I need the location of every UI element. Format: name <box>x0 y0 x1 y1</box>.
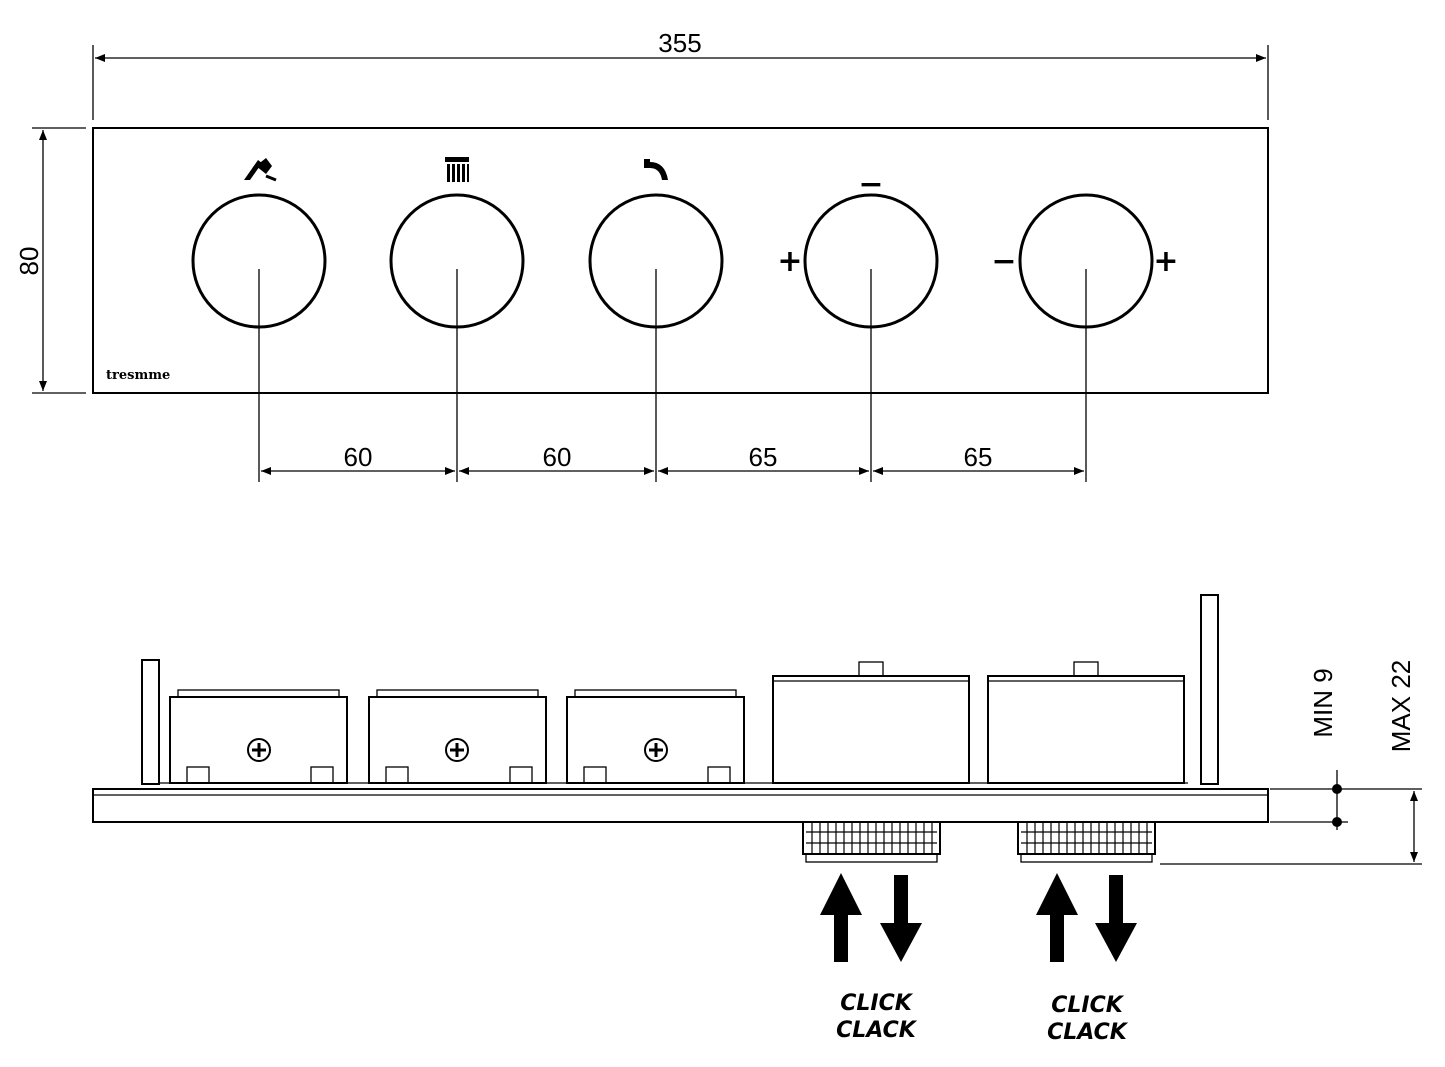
minus-symbol-knob-4: − <box>858 167 883 202</box>
max-dimension-label: MAX 22 <box>1386 660 1416 753</box>
knob-1 <box>191 193 327 482</box>
hand-shower-icon <box>244 158 277 182</box>
thermostatic-cartridge-2 <box>987 661 1185 784</box>
click-label-2: CLICK <box>1051 993 1124 1018</box>
min-max-dimensions: MIN 9 MAX 22 <box>1160 660 1422 865</box>
side-view: CLICK CLACK CLICK CLACK MIN 9 MAX 22 <box>92 594 1422 1045</box>
down-arrow-icon <box>1095 875 1137 962</box>
knob-4 <box>803 193 939 482</box>
knurled-knob-2 <box>1017 821 1156 863</box>
side-plate <box>92 788 1269 823</box>
front-view: 355 80 tresmme <box>14 28 1269 482</box>
spacing-dimensions: 60 60 65 65 <box>261 442 1084 475</box>
overall-height-label: 80 <box>14 247 44 276</box>
spacing-label-1: 60 <box>344 442 373 472</box>
click-label-1: CLICK <box>840 991 913 1016</box>
knurled-knob-1 <box>802 821 941 863</box>
brand-logo: tresmme <box>106 368 170 383</box>
spacing-label-4: 65 <box>964 442 993 472</box>
minus-symbol-knob-5: − <box>991 244 1016 279</box>
clack-label-2: CLACK <box>1047 1020 1129 1045</box>
diverter-cartridge-1 <box>169 689 348 784</box>
spacing-label-3: 65 <box>749 442 778 472</box>
knob-3 <box>588 193 724 482</box>
left-post <box>141 659 160 785</box>
up-arrow-icon <box>1036 873 1078 962</box>
overhead-shower-icon <box>445 157 469 182</box>
up-arrow-icon <box>820 873 862 962</box>
right-post <box>1200 594 1219 785</box>
diverter-cartridge-3 <box>566 689 745 784</box>
spacing-label-2: 60 <box>543 442 572 472</box>
spout-icon <box>644 159 668 180</box>
front-plate <box>92 127 1269 394</box>
thermostatic-cartridge-1 <box>772 661 970 784</box>
push-arrows-1 <box>820 873 922 962</box>
overall-width-dimension: 355 <box>92 28 1269 120</box>
plus-symbol-knob-4: + <box>777 244 802 279</box>
overall-width-label: 355 <box>658 28 701 58</box>
down-arrow-icon <box>880 875 922 962</box>
diverter-cartridge-2 <box>368 689 547 784</box>
knob-2 <box>389 193 525 482</box>
clack-label-1: CLACK <box>836 1018 918 1043</box>
overall-height-dimension: 80 <box>14 127 86 394</box>
min-dimension-label: MIN 9 <box>1308 668 1338 737</box>
knob-5 <box>1018 193 1154 482</box>
plus-symbol-knob-5: + <box>1153 244 1178 279</box>
push-arrows-2 <box>1036 873 1137 962</box>
